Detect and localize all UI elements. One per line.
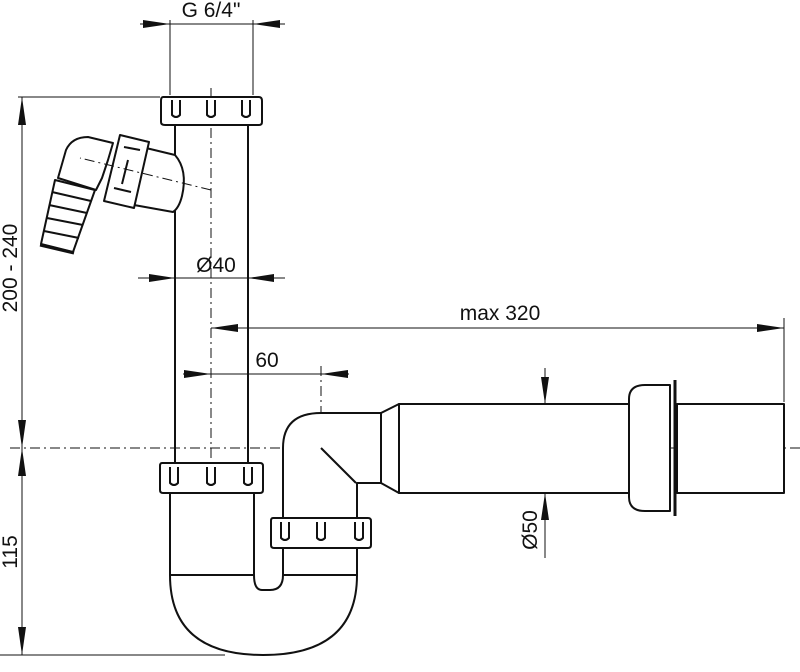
- thread-label: G 6/4": [182, 0, 241, 22]
- inlet-pipe: [160, 96, 263, 463]
- height-range-label: 200 - 240: [0, 224, 22, 313]
- max-length-label: max 320: [460, 302, 541, 325]
- outlet-pipe: [380, 380, 785, 516]
- trap-depth-label: 115: [0, 535, 22, 568]
- dimension-offset: 60: [183, 349, 349, 378]
- dimension-thread: G 6/4": [140, 0, 285, 95]
- hose-connector: [39, 134, 212, 255]
- inlet-diameter-label: Ø40: [196, 254, 236, 277]
- trap: [159, 412, 382, 656]
- dimension-inlet-diameter: Ø40: [138, 254, 285, 282]
- dimension-outlet-diameter: Ø50: [519, 368, 549, 558]
- dimension-max-length: max 320: [211, 302, 785, 402]
- outlet-diameter-label: Ø50: [519, 510, 542, 550]
- dimension-height: 200 - 240 115: [0, 96, 225, 656]
- offset-label: 60: [255, 349, 278, 372]
